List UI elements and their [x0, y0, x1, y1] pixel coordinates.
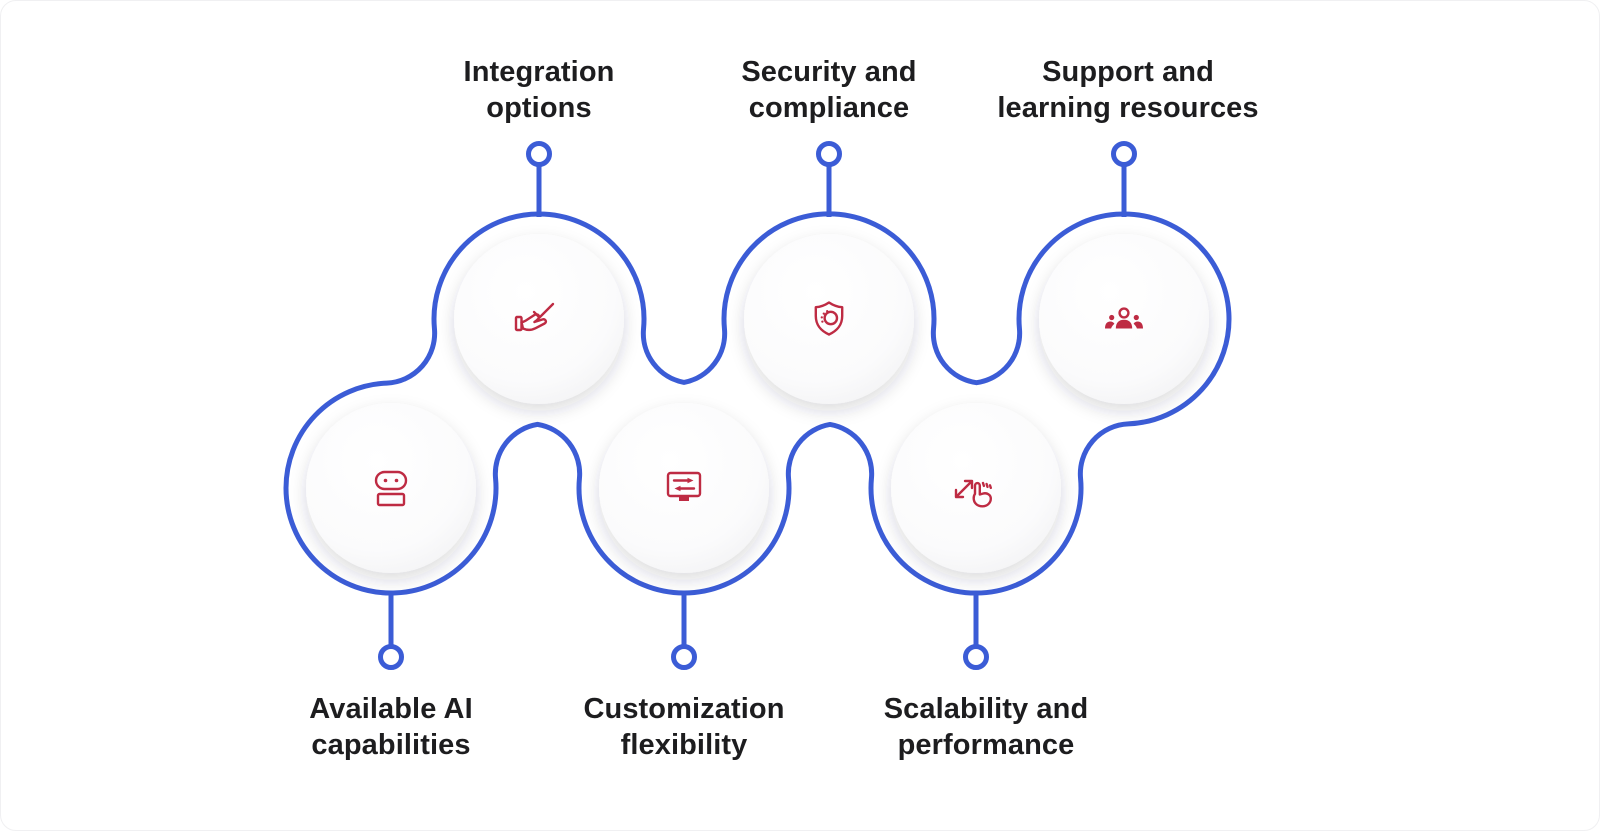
monitor-sliders-icon [666, 471, 702, 501]
connector-dot-security [816, 141, 842, 167]
node-label-integration: Integration options [463, 56, 615, 124]
node-discs [306, 234, 1209, 573]
connector-dot-scalability [963, 644, 989, 670]
tap-expand-icon [954, 479, 992, 508]
connector-dot-available [378, 644, 404, 670]
node-label-scalability: Scalability and performance [883, 693, 1089, 761]
hand-check-icon [514, 302, 555, 332]
connector-dot-integration [526, 141, 552, 167]
node-label-support: Support and learning resources [997, 56, 1259, 124]
connector-lines [388, 165, 1127, 646]
shield-check-icon [814, 301, 844, 336]
people-group-icon [1105, 307, 1143, 329]
node-disc-security [744, 234, 914, 404]
connector-dot-customization [671, 644, 697, 670]
node-label-available-ai: Available AI capabilities [309, 693, 473, 761]
connector-dot-support [1111, 141, 1137, 167]
chain-outline [283, 211, 1232, 596]
node-label-security: Security and compliance [741, 56, 917, 124]
node-disc-support [1039, 234, 1209, 404]
robot-icon [374, 470, 408, 507]
node-label-customization: Customization flexibility [583, 693, 785, 761]
connector-dots [378, 141, 1137, 670]
